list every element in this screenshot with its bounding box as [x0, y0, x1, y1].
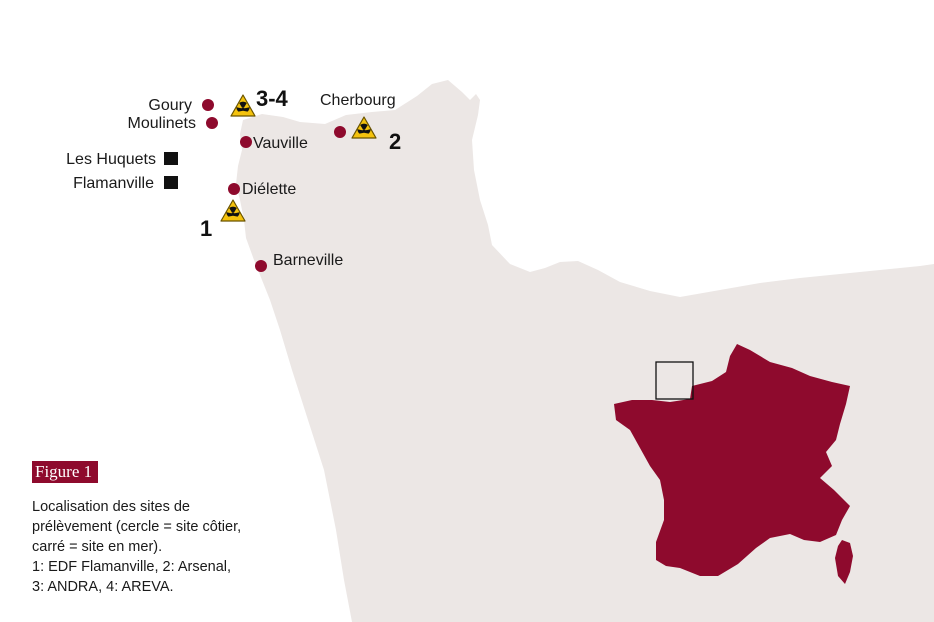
site-label: Barneville [273, 252, 343, 269]
coastal-site-marker [255, 260, 267, 272]
site-cherbourg: Cherbourg [320, 92, 396, 138]
caption-line: Localisation des sites de [32, 499, 190, 515]
offshore-site-marker [164, 176, 178, 189]
figure-title: Figure 1 [32, 461, 99, 483]
site-barneville: Barneville [255, 252, 343, 272]
caption-line: 3: ANDRA, 4: AREVA. [32, 579, 174, 595]
coastal-site-marker [240, 136, 252, 148]
coastal-site-marker [334, 126, 346, 138]
coastal-site-marker [202, 99, 214, 111]
caption-line: prélèvement (cercle = site côtier, [32, 519, 242, 535]
site-label: Vauville [253, 135, 308, 152]
offshore-site-marker [164, 152, 178, 165]
caption-line: carré = site en mer). [32, 539, 163, 555]
site-goury: Goury [148, 97, 214, 114]
facility-andra-areva: 3-4 [230, 86, 289, 117]
facility-number: 1 [200, 216, 212, 241]
france-silhouette [614, 344, 850, 576]
coastal-site-marker [228, 183, 240, 195]
site-les-huquets: Les Huquets [66, 151, 178, 168]
site-label: Moulinets [128, 115, 196, 132]
corsica-silhouette [835, 540, 853, 584]
site-moulinets: Moulinets [128, 115, 218, 132]
site-flamanville-sea: Flamanville [73, 175, 178, 192]
facility-arsenal: 2 [351, 116, 401, 154]
site-label: Diélette [242, 181, 296, 198]
caption-line: 1: EDF Flamanville, 2: Arsenal, [32, 559, 232, 575]
study-area-box [655, 361, 694, 400]
facility-number: 3-4 [256, 86, 289, 111]
site-label: Cherbourg [320, 92, 396, 109]
site-label: Les Huquets [66, 151, 156, 168]
facility-edf-flamanville: 1 [200, 199, 246, 241]
site-label: Goury [148, 97, 192, 114]
radiation-hazard-icon [230, 94, 256, 117]
land-mass [236, 80, 934, 622]
facility-number: 2 [389, 129, 401, 154]
site-vauville: Vauville [240, 135, 308, 152]
site-label: Flamanville [73, 175, 154, 192]
coastal-site-marker [206, 117, 218, 129]
site-dielette: Diélette [228, 181, 296, 198]
